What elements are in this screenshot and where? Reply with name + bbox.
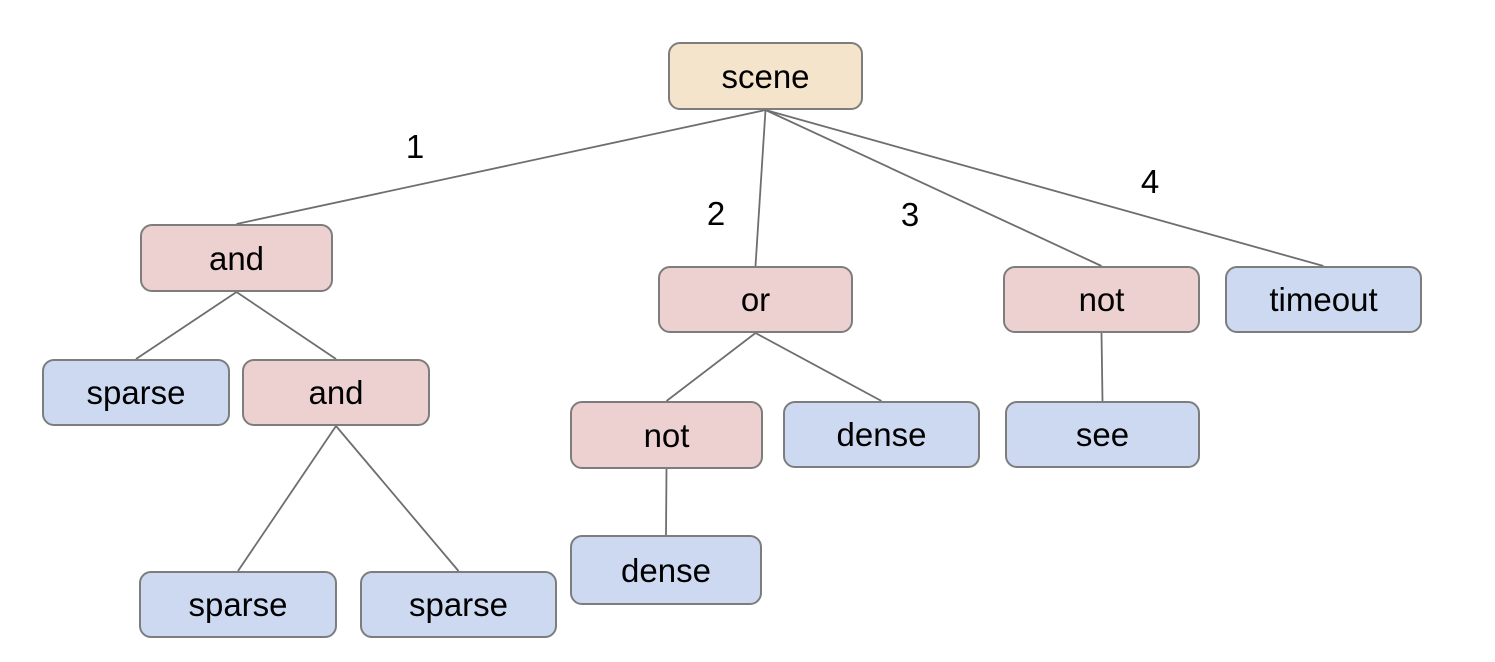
node-sparse-2: sparse: [139, 571, 337, 638]
node-or-1: or: [658, 266, 853, 333]
edge-label-3: 3: [900, 196, 920, 233]
edge-label-4: 4: [1140, 163, 1160, 200]
edge-and-2-sparse-2: [237, 425, 337, 572]
node-and-1: and: [140, 224, 333, 292]
node-dense-1: dense: [783, 401, 980, 468]
edge-or-1-dense-1: [755, 332, 882, 402]
node-sparse-3: sparse: [360, 571, 557, 638]
node-not-1: not: [1003, 266, 1200, 333]
edge-and-2-sparse-3: [335, 425, 460, 572]
node-scene: scene: [668, 42, 863, 110]
edge-scene-or-1: [754, 109, 767, 267]
edge-scene-not-1: [765, 109, 1102, 267]
node-not-2: not: [570, 401, 763, 469]
edge-label-1: 1: [405, 128, 425, 165]
node-and-2: and: [242, 359, 430, 426]
edge-not-2-dense-2: [665, 468, 668, 536]
edge-scene-and-1: [236, 109, 766, 225]
node-see-1: see: [1005, 401, 1200, 468]
node-sparse-1: sparse: [42, 359, 230, 426]
edge-and-1-and-2: [235, 291, 337, 360]
edge-or-1-not-2: [665, 332, 757, 402]
edge-not-1-see-1: [1100, 332, 1104, 402]
node-dense-2: dense: [570, 535, 762, 605]
edge-and-1-sparse-1: [135, 291, 237, 360]
node-timeout-1: timeout: [1225, 266, 1422, 333]
edge-scene-timeout-1: [765, 109, 1324, 267]
edge-label-2: 2: [706, 195, 726, 232]
